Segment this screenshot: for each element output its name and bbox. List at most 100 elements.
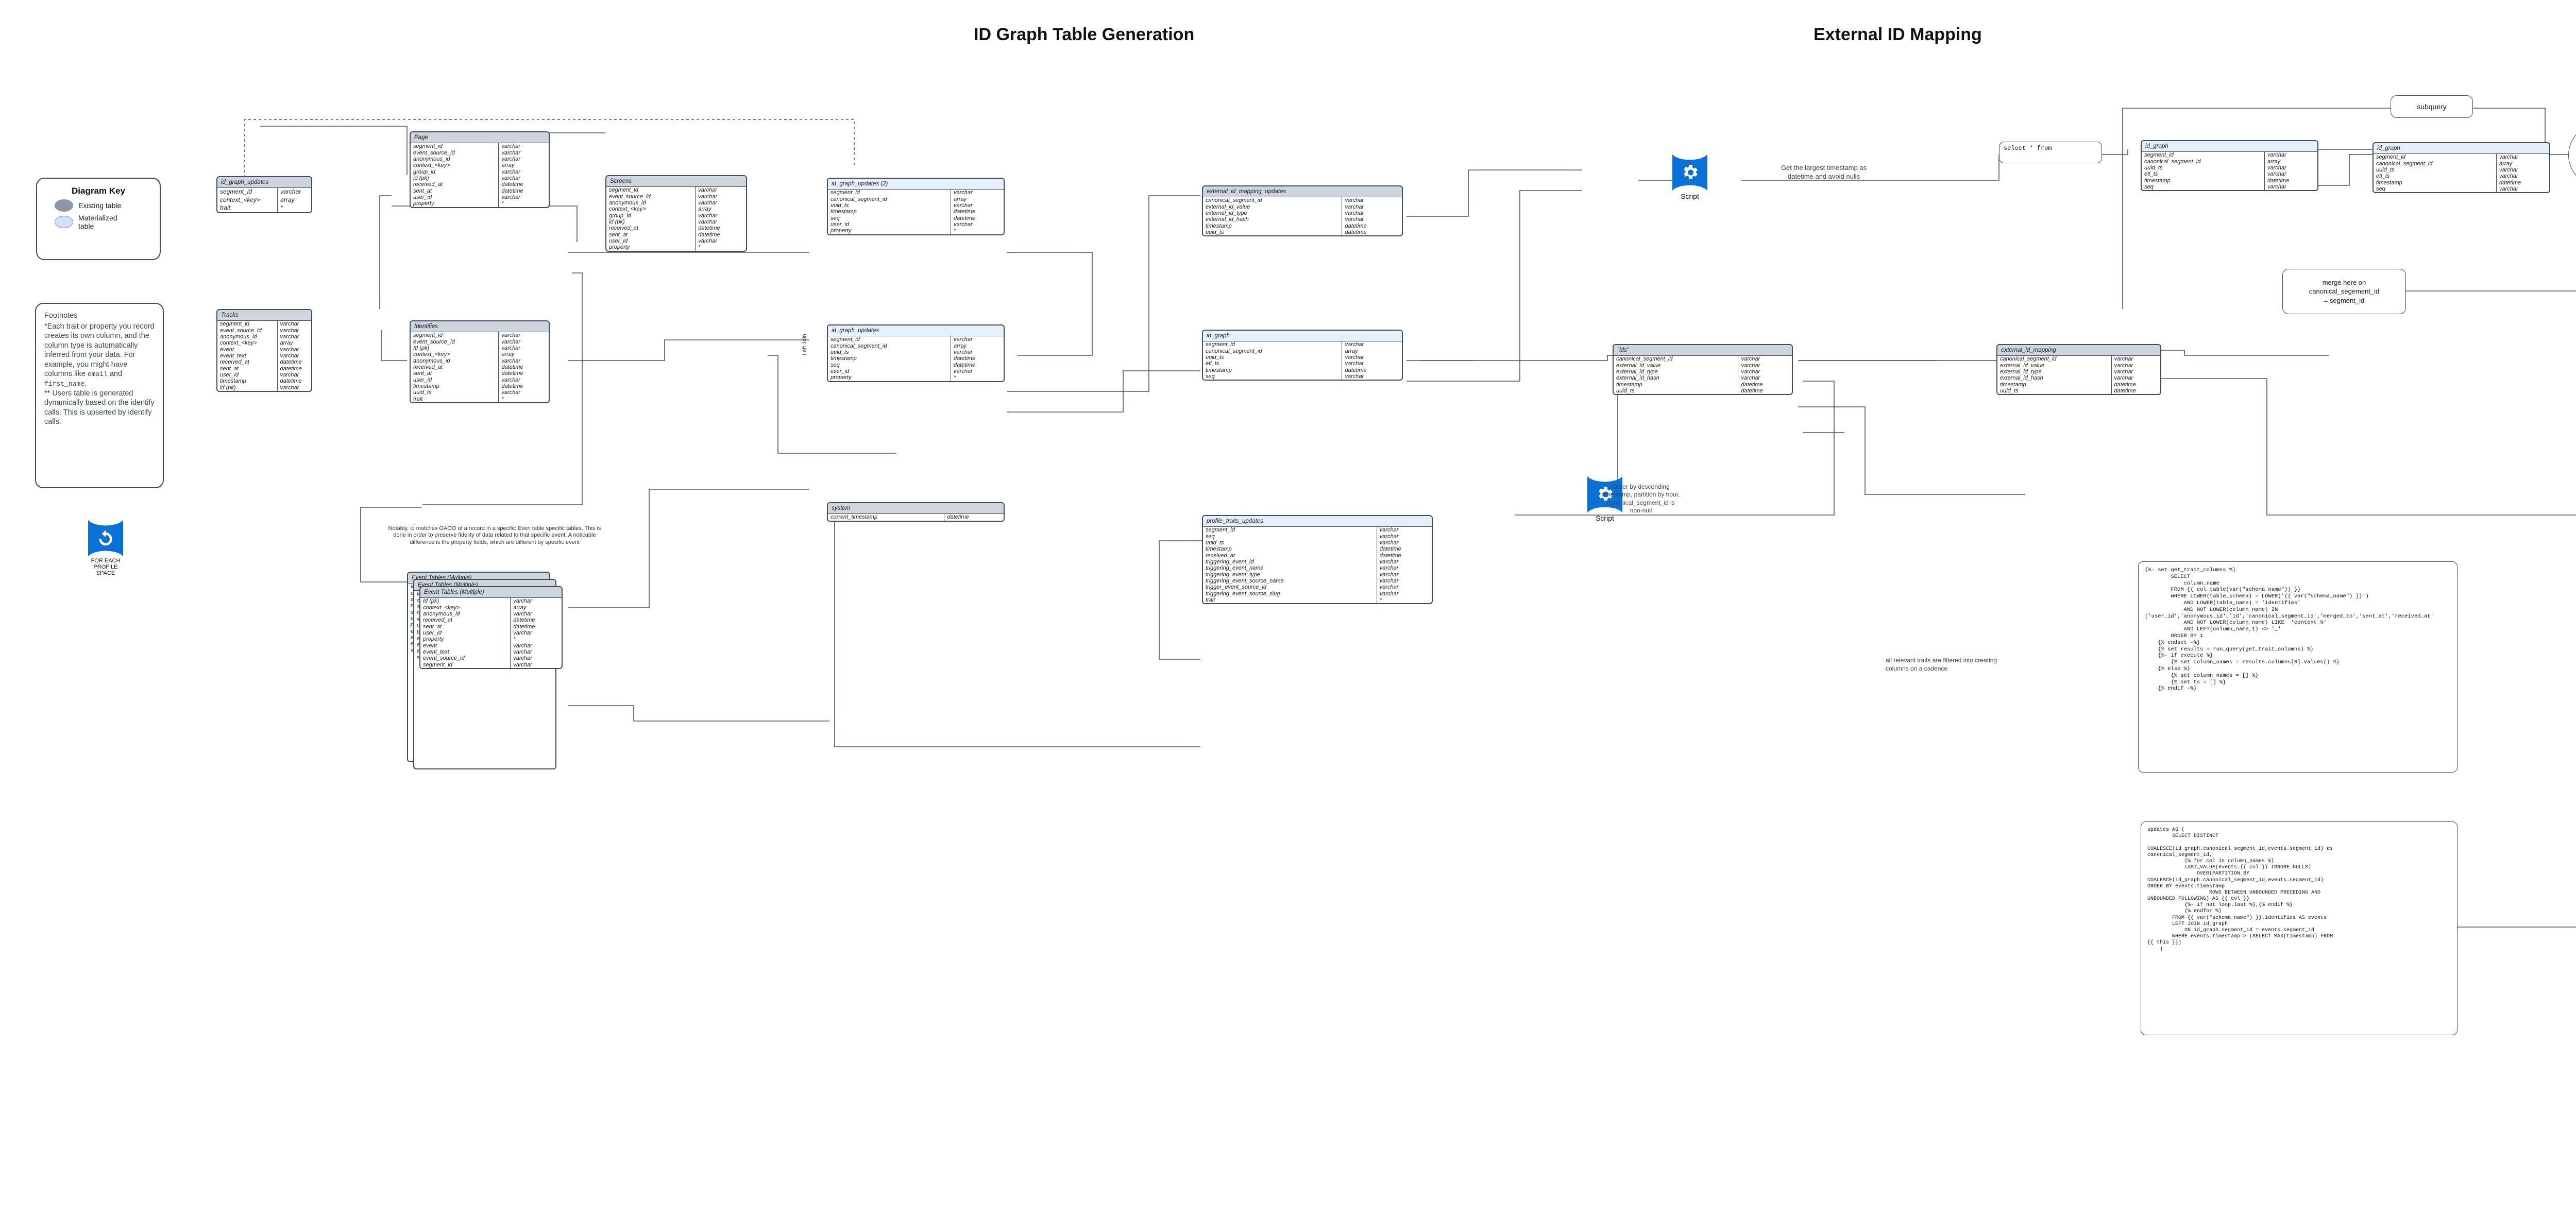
script-node-id-graph[interactable]: Script (1662, 155, 1718, 200)
column-name-cell: external_id_value (1614, 362, 1739, 369)
column-type-cell: varchar (2499, 185, 2518, 192)
column-name-cell: timestamp (411, 383, 499, 390)
column-type-cell: varchar (1345, 354, 1364, 361)
column-name-cell: segment_id (217, 188, 278, 196)
table-external_id_mapping[interactable]: external_id_mapping canonical_segment_id… (1996, 344, 2161, 396)
table-title: "ids" (1614, 345, 1792, 356)
code-block-jinja-trait-columns[interactable]: {%- set get_trait_columns %} SELECT colu… (2138, 561, 2458, 773)
vertical-label-left-join: Left Join (802, 334, 808, 355)
footnote-line-1c: . (84, 379, 87, 388)
subquery-label: subquery (2417, 102, 2447, 111)
column-type-cell: datetime (1741, 381, 1763, 388)
column-type-cell: varchar (513, 655, 532, 662)
footnote-mono-first-name: first_name (44, 380, 85, 388)
column-name-cell: canonical_segment_id (828, 196, 951, 202)
merge-here-label: merge here on canonical_segement_id = se… (2309, 279, 2380, 304)
table-row: id (pk)varchar (411, 175, 549, 182)
column-name-cell: external_id_type (1997, 369, 2112, 375)
code-block-sql-updates[interactable]: updates AS ( SELECT DISTINCT COALESCE(id… (2141, 821, 2458, 1035)
table-row: context_<key>array (420, 604, 562, 611)
column-name-cell: timestamp (217, 378, 278, 385)
column-name-cell: group_id (411, 168, 499, 175)
column-name-cell: property (420, 636, 511, 643)
table-external_id_mapping_updates[interactable]: external_id_mapping_updates canonical_se… (1202, 185, 1403, 237)
column-name-cell: received_at (1203, 552, 1377, 559)
column-name-cell: property (606, 244, 696, 251)
table-row: trait* (411, 396, 549, 402)
column-type-cell: varchar (280, 352, 299, 359)
column-name-cell: timestamp (2374, 179, 2497, 186)
for-each-profile-space-node: FOR EACH PROFILE SPACE (75, 520, 137, 576)
table-row: property* (420, 636, 562, 643)
column-type-cell: datetime (501, 181, 523, 188)
column-type-cell: * (1379, 596, 1382, 603)
column-name-cell: context_<key> (217, 340, 278, 347)
column-type-cell: varchar (2114, 369, 2133, 375)
note-subquery: subquery (2391, 95, 2473, 118)
script-node-external-id-mapping[interactable]: Script (1577, 476, 1633, 522)
column-name-cell: event (420, 642, 511, 649)
column-type-cell: array (280, 196, 295, 203)
diagram-key-title: Diagram Key (72, 186, 125, 196)
column-name-cell: segment_id (828, 190, 951, 196)
gear-icon (1587, 476, 1622, 512)
table-row: context_<key>array (411, 162, 549, 169)
column-type-cell: varchar (698, 212, 717, 219)
column-type-cell: varchar (280, 188, 301, 196)
column-name-cell: trait (217, 204, 278, 212)
column-type-cell: varchar (280, 346, 299, 353)
column-name-cell: user_id (411, 194, 499, 201)
column-name-cell: current_timestamp (828, 514, 945, 521)
column-name-cell: id (pk) (606, 218, 696, 226)
diagram-key-panel: Diagram Key Existing table Materialized … (36, 178, 161, 260)
column-type-cell: datetime (953, 355, 976, 362)
column-type-cell: * (501, 396, 504, 402)
column-name-cell: sent_at (411, 187, 499, 194)
column-type-cell: varchar (953, 190, 973, 196)
column-name-cell: anonymous_id (606, 200, 696, 207)
column-type-cell: varchar (1345, 197, 1364, 204)
column-type-cell: varchar (513, 598, 532, 605)
table-row: context_<key>array (217, 340, 311, 347)
column-name-cell: timestamp (828, 355, 951, 362)
key-row-materialized: Materialized table (55, 214, 160, 230)
note-get-largest-timestamp: Get the largest timestamp as datetime an… (1781, 164, 1867, 180)
column-name-cell: sent_at (217, 365, 278, 372)
column-name-cell: timestamp (1614, 381, 1739, 388)
column-name-cell: Id (pk) (411, 345, 499, 352)
